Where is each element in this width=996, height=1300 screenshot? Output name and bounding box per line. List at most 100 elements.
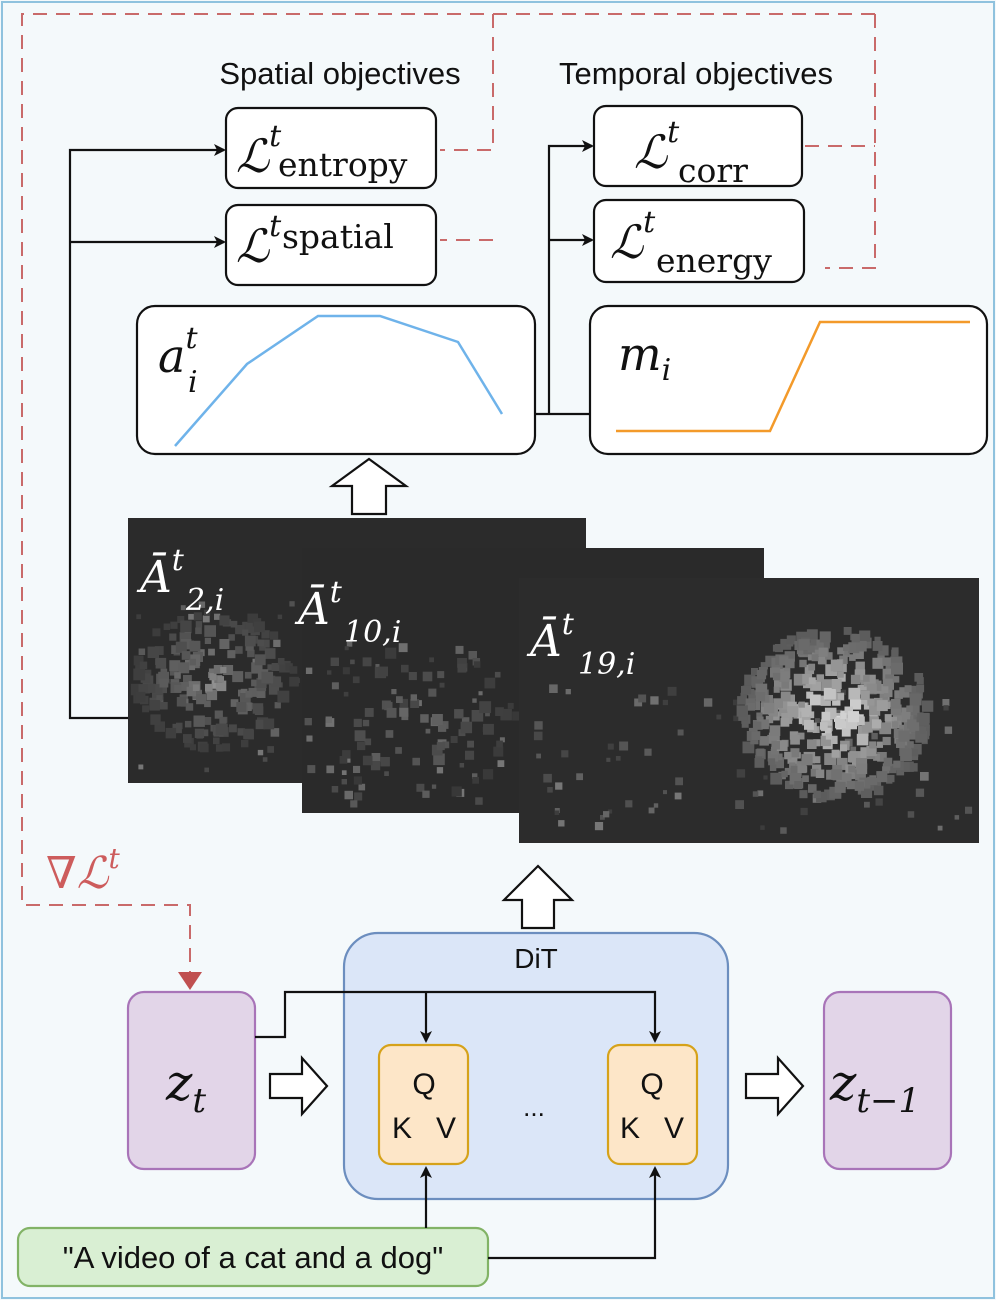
attention-map-10-sup: t [330, 575, 343, 610]
attention-speckle [346, 641, 353, 647]
attention-speckle [331, 682, 339, 690]
loss-entropy-sup: t [269, 119, 282, 154]
attention-speckle [864, 801, 870, 808]
attention-speckle [852, 648, 864, 659]
attention-speckle [943, 705, 949, 711]
attention-map-19-base: Ā [526, 615, 562, 667]
attention-speckle [178, 662, 190, 674]
hollow-up-arrow-bottom [501, 864, 575, 930]
attention-speckle [857, 684, 868, 695]
attention-speckle [848, 642, 860, 654]
attention-speckle [214, 710, 223, 719]
attention-speckle [472, 777, 479, 784]
dit-ellipsis: ... [523, 1092, 545, 1122]
attention-speckle [342, 667, 350, 675]
attention-speckle [850, 698, 862, 710]
attention-speckle [341, 770, 347, 775]
attention-speckle [703, 698, 713, 707]
attention-speckle [856, 716, 865, 725]
attention-speckle [832, 697, 841, 706]
attention-speckle [245, 642, 254, 651]
attention-speckle [257, 639, 265, 647]
attention-speckle [820, 722, 828, 730]
attention-speckle [384, 701, 393, 711]
attention-speckle [149, 700, 160, 711]
attention-speckle [879, 722, 892, 735]
attention-speckle [907, 741, 914, 748]
attention-speckle [869, 781, 878, 791]
attention-speckle [775, 753, 783, 761]
attention-speckle [898, 730, 910, 742]
attention-speckle [817, 656, 826, 665]
attention-speckle [206, 689, 218, 701]
attention-speckle [830, 659, 843, 672]
attention-speckle [675, 777, 683, 786]
attention-map-19: Āt19,i [519, 578, 979, 843]
latent-input-box: zt [126, 990, 257, 1171]
attention-speckle [900, 749, 912, 761]
attention-speckle [744, 674, 756, 686]
loss-energy-sub: energy [656, 241, 772, 280]
attention-speckle [901, 707, 911, 717]
attention-speckle [866, 683, 877, 694]
hollow-up-arrow-top [328, 457, 410, 516]
attention-speckle [648, 807, 655, 814]
attention-speckle [753, 721, 762, 730]
attention-speckle [790, 748, 800, 758]
attention-speckle [439, 682, 445, 688]
attention-speckle [171, 645, 180, 654]
loss-energy-sup: t [643, 205, 656, 240]
attention-speckle [600, 815, 605, 820]
qkv-2-k: K [620, 1112, 640, 1145]
attention-speckle [751, 731, 761, 740]
attention-speckle [780, 691, 791, 702]
attention-speckle [352, 676, 360, 684]
attention-speckle [644, 748, 652, 756]
attention-speckle [876, 700, 888, 712]
attention-speckle [177, 616, 185, 624]
attention-speckle [181, 651, 191, 660]
attention-speckle [354, 730, 366, 742]
attention-speckle [779, 656, 789, 666]
latent-output-base: z [829, 1054, 857, 1112]
attention-speckle [204, 700, 211, 708]
attention-speckle [209, 673, 217, 681]
attention-speckle [457, 658, 467, 668]
attention-speckle [821, 679, 833, 692]
attention-speckle [821, 711, 831, 721]
attention-speckle [846, 780, 856, 790]
attention-speckle [785, 780, 794, 790]
attention-speckle [219, 615, 230, 626]
prompt-text: "A video of a cat and a dog" [63, 1240, 444, 1275]
attention-map-2-label: Āt2,i [136, 543, 224, 618]
attention-speckle [277, 614, 283, 619]
attention-speckle [755, 692, 766, 702]
attention-speckle [841, 727, 851, 737]
attention-speckle [193, 612, 202, 621]
attention-speckle [554, 810, 560, 815]
attention-speckle [228, 634, 235, 641]
attention-speckle [919, 727, 927, 734]
attention-speckle [465, 750, 475, 760]
attention-speckle [797, 732, 805, 740]
attention-speckle [798, 639, 810, 651]
attention-speckle [835, 717, 846, 729]
curve-m-line [616, 320, 970, 433]
loss-energy-symbol: ℒ [610, 215, 644, 269]
attention-speckle [183, 734, 192, 743]
attention-speckle [787, 706, 799, 718]
attention-speckle [399, 698, 408, 708]
attention-speckle [236, 702, 247, 713]
qkv-1-k: K [392, 1112, 412, 1145]
attention-speckle [796, 647, 804, 655]
curve-m-box: mi [588, 304, 989, 456]
attention-speckle [799, 790, 808, 799]
attention-speckle [780, 827, 787, 834]
attention-speckle [576, 773, 583, 781]
attention-speckle [911, 744, 922, 755]
attention-speckle [740, 692, 747, 700]
attention-speckle [344, 790, 353, 800]
attention-speckle [264, 648, 276, 659]
